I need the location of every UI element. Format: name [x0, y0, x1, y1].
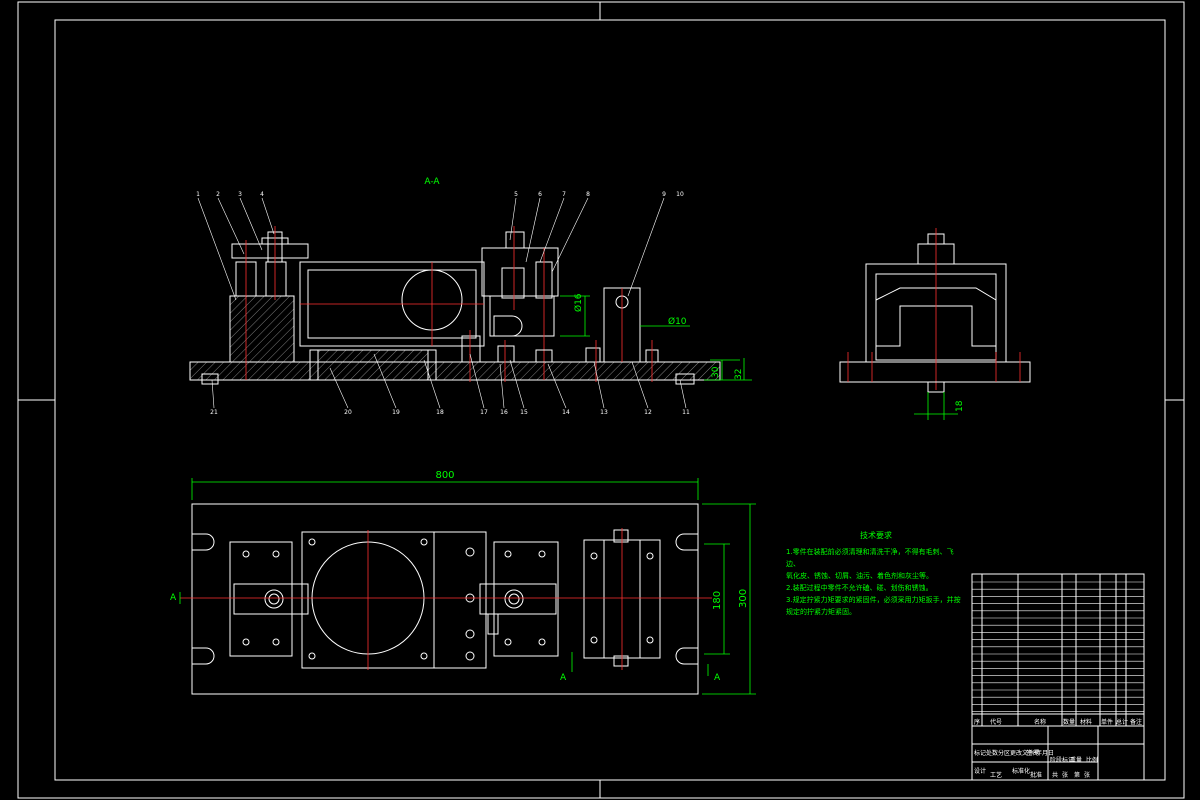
tb-sign: 签名 [1026, 750, 1039, 757]
technical-notes-title: 技术要求 [860, 531, 892, 540]
part-balloon-12: 12 [644, 409, 652, 416]
part-balloon-20: 20 [344, 409, 352, 416]
base-plate [189, 361, 721, 381]
front-section-view: A-A [189, 177, 752, 416]
dim-width-inner: 180 [712, 591, 723, 610]
tb-approve: 批准 [1030, 772, 1043, 779]
right-clamp [481, 247, 559, 297]
dim-bore-1: Ø16 [573, 293, 584, 312]
part-balloon-10: 10 [676, 191, 684, 198]
part-balloon-17: 17 [480, 409, 488, 416]
dim-height-base: 30 [711, 366, 721, 378]
tb-scale: 比例 [1086, 757, 1099, 764]
tb-weight: 重量 [1070, 757, 1083, 764]
tb-count: 处数 [986, 750, 999, 757]
tb-col-material: 材料 [1080, 719, 1093, 726]
part-balloon-13: 13 [600, 409, 608, 416]
technical-note-line: 1.零件在装配前必须清理和清洗干净，不得有毛刺、飞边、 [786, 548, 954, 568]
tb-zone: 分区 [998, 750, 1011, 757]
part-balloon-4: 4 [260, 191, 264, 198]
side-view: 18 [839, 228, 1031, 420]
section-mark-right: A [714, 673, 721, 683]
tb-design: 设计 [974, 768, 987, 775]
part-balloons-top: 1 2 3 4 5 6 7 8 9 10 [196, 191, 684, 198]
dim-slot: 18 [955, 400, 965, 412]
part-balloons-bottom: 21 20 19 18 17 16 15 14 13 12 11 [210, 409, 690, 416]
tb-col-qty: 数量 [1063, 719, 1076, 726]
technical-note-line: 氧化皮、锈蚀、切屑、油污、着色剂和灰尘等。 [786, 572, 933, 580]
part-balloon-1: 1 [196, 191, 200, 198]
tb-sheet-unit: 张 [1084, 772, 1091, 779]
tb-col-unit: 单件 [1101, 719, 1114, 726]
part-balloon-21: 21 [210, 409, 218, 416]
tb-col-remark: 备注 [1130, 719, 1143, 726]
part-balloon-3: 3 [238, 191, 242, 198]
dim-height-total: 32 [734, 369, 744, 380]
tb-sheet-no: 第 [1074, 772, 1081, 779]
part-balloon-14: 14 [562, 409, 570, 416]
sheet-border [17, 1, 1185, 799]
tb-total-sheets: 共 [1052, 772, 1059, 779]
dim-bore-2: Ø10 [668, 316, 687, 327]
plan-view: A A A 800 300 180 [170, 470, 756, 695]
part-balloon-15: 15 [520, 409, 528, 416]
technical-note-line: 规定的拧紧力矩紧固。 [786, 608, 856, 616]
part-balloon-2: 2 [216, 191, 220, 198]
part-balloon-11: 11 [682, 409, 690, 416]
left-support-block [229, 295, 295, 363]
tb-col-code: 代号 [990, 719, 1003, 726]
section-mark-left: A [170, 593, 177, 603]
part-balloon-8: 8 [586, 191, 590, 198]
section-mark-bottom: A [560, 673, 567, 683]
tb-mark: 标记 [974, 750, 987, 757]
tb-col-name: 名称 [1034, 719, 1047, 726]
technical-notes: 技术要求 1.零件在装配前必须清理和清洗干净，不得有毛刺、飞边、 氧化皮、锈蚀、… [786, 530, 966, 618]
tb-process: 工艺 [990, 772, 1003, 779]
part-balloon-7: 7 [562, 191, 566, 198]
part-balloon-6: 6 [538, 191, 542, 198]
technical-note-line: 3.规定拧紧力矩要求的紧固件，必须采用力矩扳手，并按 [786, 596, 961, 604]
part-balloon-18: 18 [436, 409, 444, 416]
tb-col-index: 序 [974, 719, 981, 726]
part-balloon-19: 19 [392, 409, 400, 416]
part-balloon-5: 5 [514, 191, 518, 198]
title-block-frame [971, 573, 1145, 781]
part-balloon-16: 16 [500, 409, 508, 416]
part-balloon-9: 9 [662, 191, 666, 198]
dim-length: 800 [435, 470, 454, 481]
tb-date: 年月日 [1036, 750, 1055, 757]
tb-col-total: 总计 [1116, 719, 1129, 726]
dim-width-outer: 300 [738, 589, 749, 608]
tb-standard: 标准化 [1012, 768, 1031, 775]
tb-sheets-unit: 张 [1062, 772, 1069, 779]
tb-stage: 阶段标记 [1050, 757, 1075, 764]
base-plan-outline [191, 503, 699, 695]
technical-note-line: 2.装配过程中零件不允许磕、碰、划伤和锈蚀。 [786, 584, 933, 592]
section-label: A-A [424, 177, 440, 187]
tb-change-doc: 更改文件号 [1010, 750, 1041, 757]
